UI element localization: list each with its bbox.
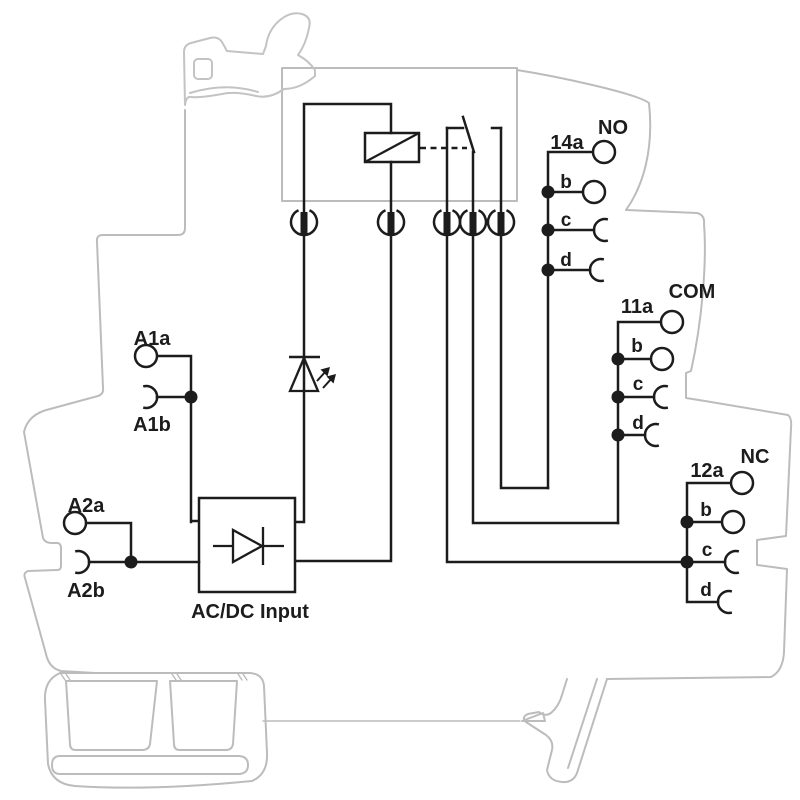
din-rail-edge-wedge	[521, 712, 546, 722]
changeover-contact-symbol	[420, 115, 503, 154]
terminal-label-14a: 14a	[550, 132, 584, 154]
housing-right-foot	[522, 678, 608, 784]
terminal-arc-a1b	[142, 384, 159, 410]
plug-pin-icon	[443, 212, 451, 235]
junction-dot	[680, 515, 694, 529]
terminal-label-12a: 12a	[690, 460, 724, 482]
wire-com-bus	[616, 320, 663, 525]
rail-clamp-slot	[51, 755, 249, 775]
terminal-label-11b: b	[631, 336, 643, 357]
terminal-label-11d: d	[632, 413, 644, 434]
terminal-label-11c: c	[633, 374, 644, 395]
terminal-arcs	[74, 217, 740, 615]
junction-dot	[541, 185, 555, 199]
terminal-socket-11a	[659, 309, 685, 335]
terminal-arc-11c	[652, 384, 669, 410]
terminal-label-a1b: A1b	[133, 414, 171, 436]
terminal-label-14b: b	[560, 172, 572, 193]
rail-clamp-hole-left	[65, 680, 158, 751]
terminal-label-11a: 11a	[621, 296, 654, 318]
housing-left-profile	[23, 109, 186, 674]
led-emission-arrows	[316, 367, 336, 389]
labels: A1a A1b A2a A2b AC/DC Input 14a NO b c d…	[67, 117, 769, 623]
junction-dot	[611, 352, 625, 366]
terminal-label-14c: c	[561, 210, 572, 231]
wire-nc-bus	[685, 481, 733, 604]
plug-contacts	[289, 209, 516, 237]
clip-hole	[193, 58, 213, 80]
group-label-no: NO	[598, 117, 628, 139]
plug-contact-pins	[300, 212, 505, 235]
terminal-label-a2a: A2a	[68, 495, 106, 517]
terminal-socket-11b	[649, 346, 675, 372]
contact-blade	[461, 115, 476, 154]
plug-cup-icon	[432, 209, 462, 237]
wire-nc-feed	[445, 126, 689, 564]
wire-coil-loop	[294, 102, 393, 563]
terminal-label-12d: d	[700, 580, 712, 601]
wire-a1a-bus	[155, 354, 200, 524]
wire-com-feed	[471, 150, 620, 525]
terminal-socket-a1a	[133, 343, 159, 369]
rail-clamp-outer	[43, 672, 269, 789]
junction-dot	[541, 223, 555, 237]
junction-dot	[611, 428, 625, 442]
relay-coil-diagonal	[364, 131, 420, 164]
led-arrowhead-icon	[320, 367, 330, 377]
led-arrowhead-icon	[326, 374, 336, 384]
terminal-socket-12a	[729, 470, 755, 496]
plug-cup-icon	[376, 209, 406, 237]
terminal-label-14d: d	[560, 250, 572, 271]
clip-spring-curve	[189, 86, 259, 94]
terminal-label-a1a: A1a	[134, 328, 172, 350]
terminal-socket-12b	[720, 509, 746, 535]
wire-no-bus	[546, 150, 596, 490]
junction-dot	[611, 390, 625, 404]
plug-pin-icon	[469, 212, 477, 235]
terminal-socket-14b	[581, 179, 607, 205]
terminal-socket-a2a	[62, 510, 88, 536]
group-label-com: COM	[669, 281, 716, 303]
input-type-label: AC/DC Input	[191, 601, 309, 623]
plug-contact-cups	[289, 209, 516, 237]
plug-pin-icon	[387, 212, 395, 235]
wire-no-feed	[499, 126, 550, 490]
terminal-socket-14a	[591, 139, 617, 165]
junction-dot	[184, 390, 198, 404]
terminal-arc-a2b	[74, 549, 91, 575]
led-symbol	[288, 355, 320, 393]
terminal-label-a2b: A2b	[67, 580, 105, 602]
terminal-arc-14d	[588, 257, 605, 283]
terminal-arc-14c	[592, 217, 609, 243]
plug-cup-icon	[458, 209, 488, 237]
wire-a2-bus	[84, 521, 201, 564]
junction-dot	[124, 555, 138, 569]
junction-dots	[124, 185, 694, 569]
plug-cup-icon	[289, 209, 319, 237]
terminal-label-12b: b	[700, 500, 712, 521]
rail-clamp-ticks	[60, 673, 248, 681]
junction-dot	[541, 263, 555, 277]
terminal-arc-12c	[723, 549, 740, 575]
junction-dot	[680, 555, 694, 569]
housing-right-profile	[516, 69, 793, 680]
group-label-nc: NC	[741, 446, 770, 468]
terminal-arc-12d	[716, 589, 733, 615]
terminal-arc-11d	[643, 422, 660, 448]
plug-cup-icon	[486, 209, 516, 237]
housing-top-clip	[183, 12, 316, 106]
terminal-circles	[62, 139, 755, 536]
housing-head-cavity	[281, 67, 518, 202]
housing-outline-group	[23, 12, 793, 789]
plug-pin-icon	[300, 212, 308, 235]
component-internals	[213, 131, 420, 565]
plug-pin-icon	[497, 212, 505, 235]
rectifier-diode-symbol	[231, 528, 265, 564]
housing-right-foot-inner	[567, 678, 598, 769]
terminal-symbols	[62, 139, 755, 615]
terminal-label-12c: c	[702, 540, 713, 561]
led-indicator	[288, 355, 336, 393]
rail-clamp-hole-right	[169, 680, 238, 751]
